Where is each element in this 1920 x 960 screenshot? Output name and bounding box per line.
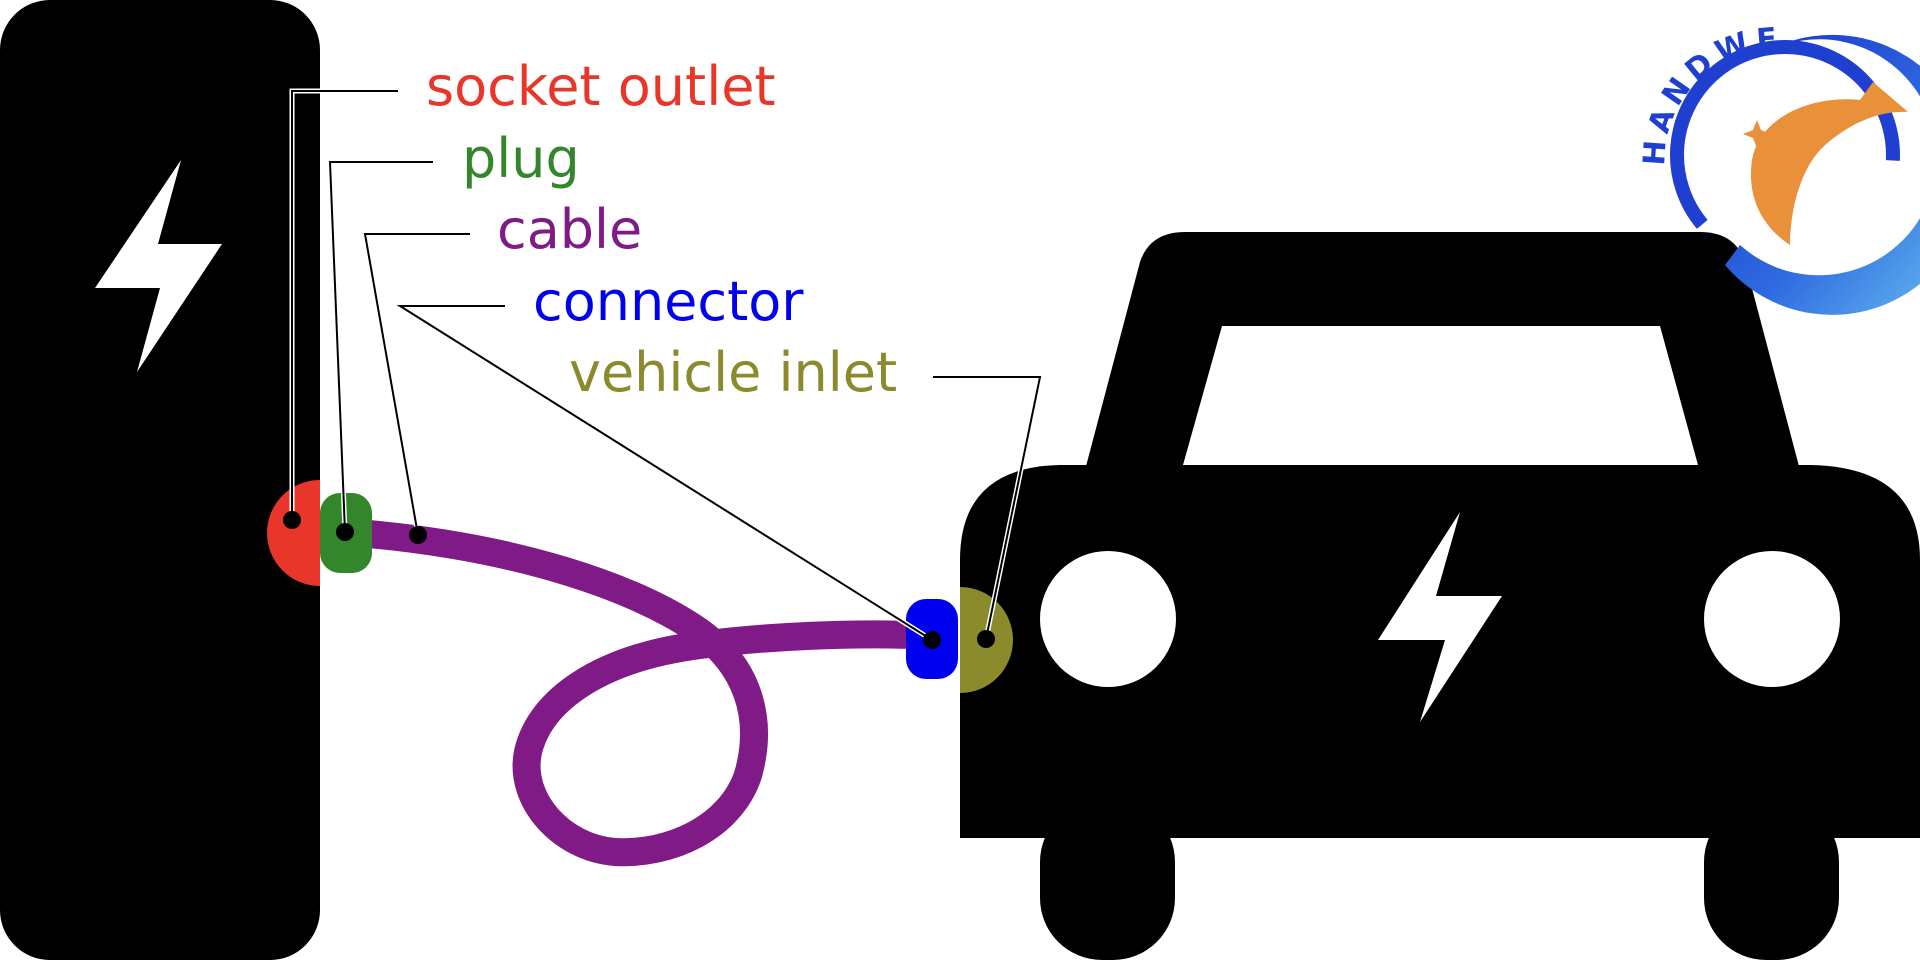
- anchor-dot-cable: [409, 526, 427, 544]
- leader-line-plug: [328, 161, 433, 533]
- logo-star-icon: [1743, 120, 1771, 148]
- logo-ring: [1725, 34, 1920, 315]
- socket-outlet-shape: [267, 480, 320, 586]
- car-icon: [960, 232, 1920, 960]
- car-headlight-left: [1040, 551, 1176, 687]
- car-body: [960, 465, 1920, 838]
- label-plug: plug: [462, 127, 580, 190]
- leader-line-connector: [396, 305, 933, 641]
- car-windshield: [1183, 326, 1698, 465]
- charging-station-icon: [0, 0, 320, 960]
- car-wheel-right: [1704, 800, 1839, 960]
- car-lightning-bolt-icon: [1378, 512, 1502, 722]
- logo-letter: H: [1637, 139, 1674, 166]
- label-socket-outlet: socket outlet: [426, 55, 776, 118]
- logo-swoosh: [1750, 82, 1908, 245]
- leader-line-socket-outlet: [291, 90, 398, 520]
- logo-letter: E: [1755, 22, 1778, 59]
- label-cable: cable: [497, 198, 642, 261]
- lightning-bolt-icon: [95, 160, 222, 372]
- car-headlight-right: [1704, 551, 1840, 687]
- charging-station-body: [0, 0, 320, 960]
- car-wheel-left: [1040, 800, 1175, 960]
- anchor-dot-socket-outlet: [283, 511, 301, 529]
- anchor-dot-vehicle-inlet: [977, 630, 995, 648]
- charging-cable: [331, 518, 929, 867]
- label-vehicle-inlet: vehicle inlet: [569, 341, 897, 404]
- anchor-dot-plug: [336, 523, 354, 541]
- anchor-dots: [283, 511, 995, 649]
- anchor-dot-connector: [923, 631, 941, 649]
- leader-line-cable: [363, 233, 470, 536]
- leader-line-vehicle-inlet: [933, 376, 1042, 640]
- logo-letter: A: [1642, 103, 1683, 137]
- label-connector: connector: [533, 270, 804, 333]
- leader-lines: [289, 88, 1044, 643]
